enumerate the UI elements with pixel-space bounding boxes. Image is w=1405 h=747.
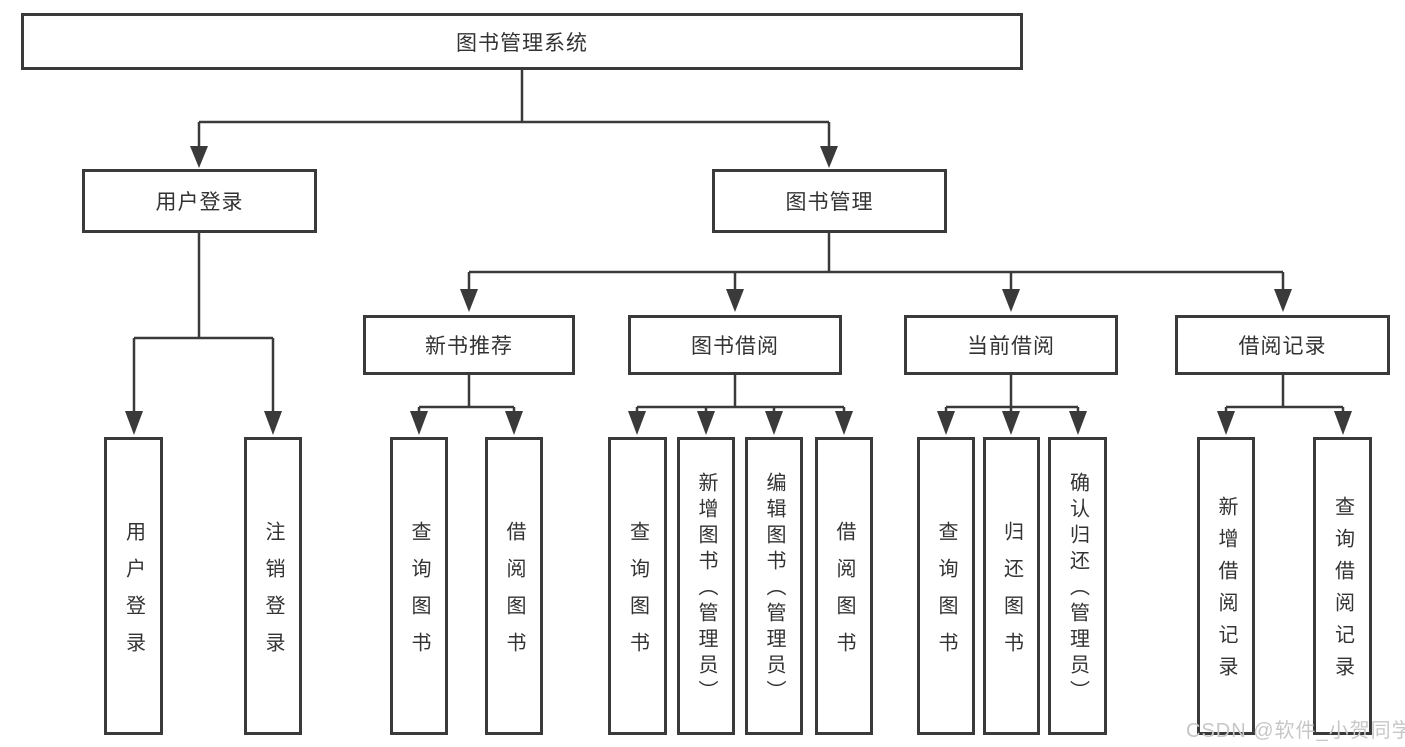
node-leaf-user-login: 用户登录 (104, 437, 163, 735)
node-current-borrow: 当前借阅 (904, 315, 1118, 375)
arrowhead-icon (765, 411, 783, 435)
arrowhead-icon (1002, 289, 1020, 312)
arrowhead-icon (1002, 411, 1020, 435)
connector-new-book-rec-children (410, 375, 523, 435)
node-borrow-records: 借阅记录 (1175, 315, 1390, 375)
node-leaf-logout: 注销登录 (244, 437, 302, 735)
arrowhead-icon (937, 411, 955, 435)
arrowhead-icon (820, 146, 838, 168)
node-leaf-edit-books-admin: 编辑图书（管理员） (745, 437, 803, 735)
node-book-management: 图书管理 (712, 169, 947, 233)
arrowhead-icon (505, 411, 523, 435)
arrowhead-icon (410, 411, 428, 435)
arrowhead-icon (125, 411, 143, 435)
arrowhead-icon (460, 289, 478, 312)
arrowhead-icon (628, 411, 646, 435)
connector-book-borrow-children (628, 375, 853, 435)
node-leaf-borrow-books-2: 借阅图书 (815, 437, 873, 735)
node-leaf-confirm-return-admin: 确认归还（管理员） (1048, 437, 1107, 735)
arrowhead-icon (190, 146, 208, 168)
node-root-system: 图书管理系统 (21, 13, 1023, 70)
node-leaf-query-books-1: 查询图书 (390, 437, 448, 735)
node-leaf-query-books-3: 查询图书 (917, 437, 975, 735)
connector-user-login-children (125, 233, 282, 435)
arrowhead-icon (1334, 411, 1352, 435)
connector-borrow-records-children (1217, 375, 1352, 435)
connector-current-borrow-children (937, 375, 1087, 435)
arrowhead-icon (1069, 411, 1087, 435)
csdn-watermark: CSDN @软件_小贺同学 (1186, 720, 1405, 742)
node-new-book-recommend: 新书推荐 (363, 315, 575, 375)
node-user-login: 用户登录 (82, 169, 317, 233)
arrowhead-icon (264, 411, 282, 435)
connector-book-mgmt-children (460, 233, 1292, 312)
arrowhead-icon (835, 411, 853, 435)
node-leaf-query-books-2: 查询图书 (608, 437, 667, 735)
node-leaf-return-books: 归还图书 (983, 437, 1040, 735)
node-book-borrow: 图书借阅 (628, 315, 842, 375)
node-leaf-add-borrow-record: 新增借阅记录 (1197, 437, 1255, 735)
node-leaf-borrow-books-1: 借阅图书 (485, 437, 543, 735)
node-leaf-query-borrow-record: 查询借阅记录 (1313, 437, 1372, 735)
arrowhead-icon (726, 289, 744, 312)
arrowhead-icon (1274, 289, 1292, 312)
node-leaf-add-books-admin: 新增图书（管理员） (677, 437, 735, 735)
arrowhead-icon (1217, 411, 1235, 435)
arrowhead-icon (697, 411, 715, 435)
connector-root-to-branches (190, 70, 838, 168)
